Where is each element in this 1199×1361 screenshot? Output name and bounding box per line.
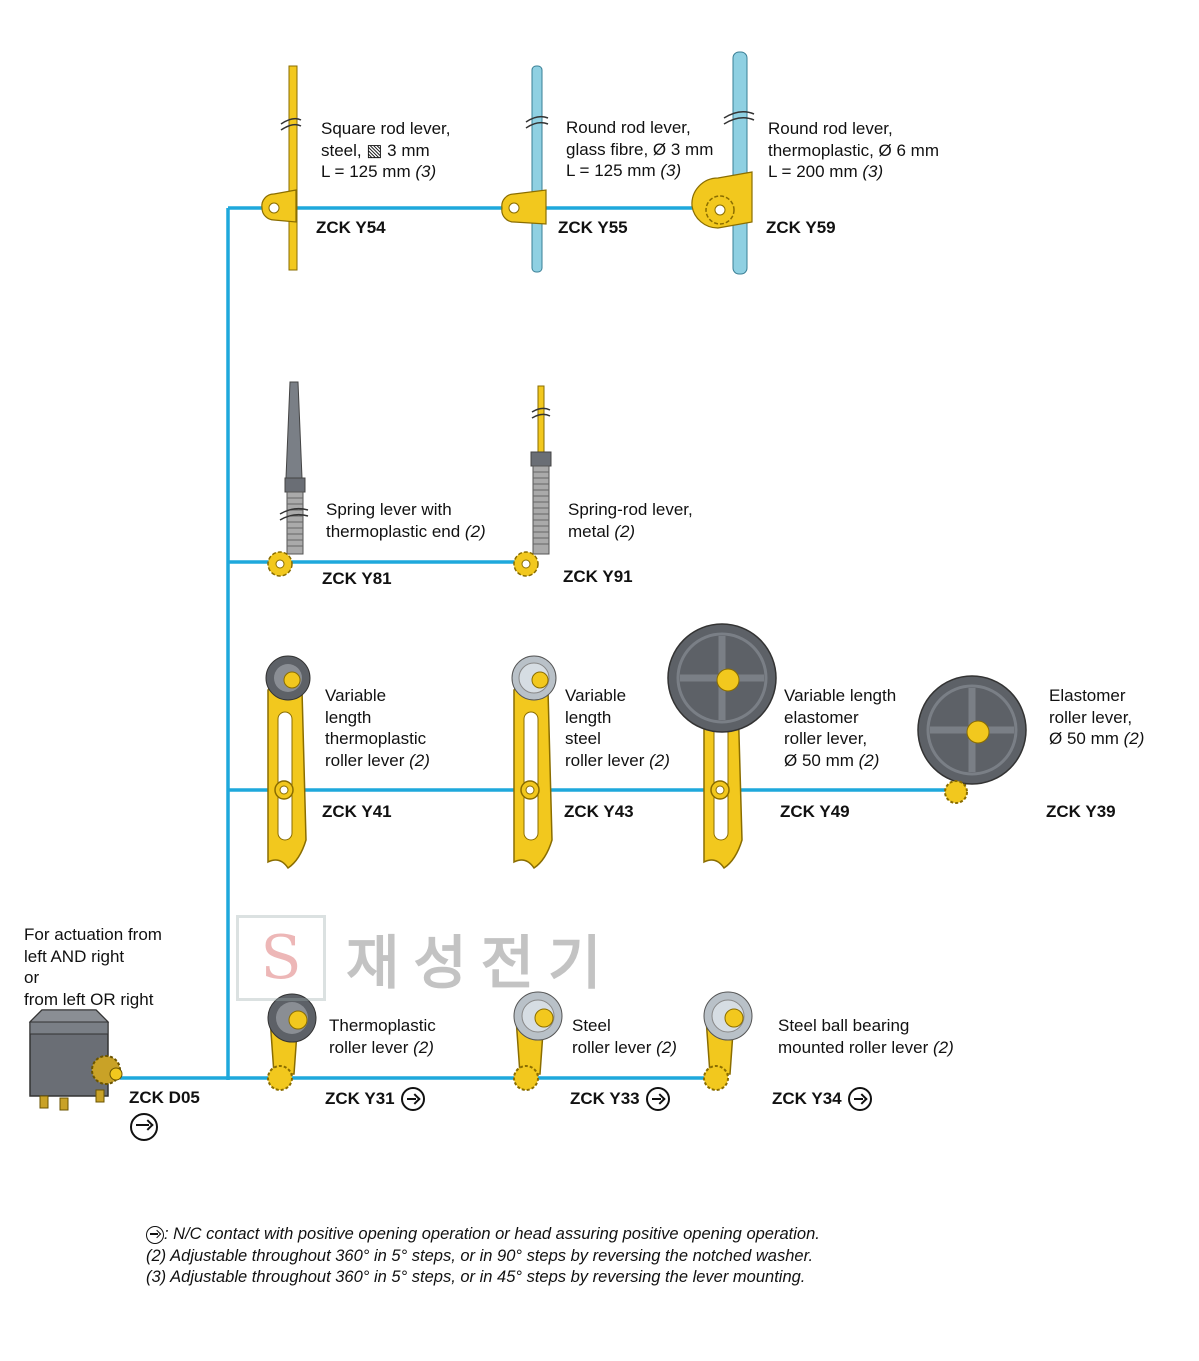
zckd05-head-drawing: [28, 1009, 123, 1111]
positive-opening-icon: [847, 1087, 872, 1111]
zcky54-lever-drawing: [261, 65, 302, 271]
watermark-logo: S: [236, 915, 326, 1001]
zcky33-description: Steel roller lever (2): [572, 1016, 677, 1057]
zcky81-lever-drawing: [267, 381, 309, 577]
footnote-2: (2) Adjustable throughout 360° in 5° ste…: [146, 1246, 814, 1265]
zcky49-code: ZCK Y49: [780, 802, 850, 821]
zcky91-lever-drawing: [513, 385, 552, 577]
zcky34-code: ZCK Y34: [772, 1087, 872, 1111]
zcky43-lever-drawing: [511, 655, 557, 870]
zcky55-description: Round rod lever, glass fibre, Ø 3 mm L =…: [566, 118, 714, 180]
zcky91-description: Spring-rod lever, metal (2): [568, 500, 693, 541]
zcky49-description: Variable length elastomer roller lever, …: [784, 686, 897, 770]
zckd05-code: ZCK D05: [129, 1088, 200, 1107]
zcky31-lever-drawing: [267, 993, 317, 1091]
footnotes: : N/C contact with positive opening oper…: [146, 1224, 820, 1289]
zcky91-code: ZCK Y91: [563, 567, 633, 586]
zcky59-code: ZCK Y59: [766, 218, 836, 237]
zcky43-code: ZCK Y43: [564, 802, 634, 821]
zcky81-description: Spring lever with thermoplastic end (2): [326, 500, 486, 541]
footnote-3: (3) Adjustable throughout 360° in 5° ste…: [146, 1268, 806, 1286]
zcky34-lever-drawing: [703, 991, 753, 1091]
zcky41-code: ZCK Y41: [322, 802, 392, 821]
zcky41-description: Variable length thermoplastic roller lev…: [325, 686, 430, 770]
actuation-note: For actuation from left AND right or fro…: [24, 925, 162, 1009]
zcky59-lever-drawing: [691, 51, 755, 275]
positive-opening-icon: [130, 1113, 158, 1141]
zcky49-lever-drawing: [667, 623, 777, 870]
watermark: S 재성전기: [236, 913, 616, 1003]
zcky43-description: Variable length steel roller lever (2): [565, 686, 670, 770]
zcky39-description: Elastomer roller lever, Ø 50 mm (2): [1049, 686, 1145, 748]
zcky39-code: ZCK Y39: [1046, 802, 1116, 821]
positive-opening-icon: [400, 1087, 425, 1111]
zcky81-code: ZCK Y81: [322, 569, 392, 588]
zcky54-description: Square rod lever, steel, ▧ 3 mm L = 125 …: [321, 119, 451, 181]
zcky31-description: Thermoplastic roller lever (2): [329, 1016, 436, 1057]
watermark-text: 재성전기: [346, 929, 616, 997]
footnote-positive: : N/C contact with positive opening oper…: [146, 1224, 820, 1246]
zcky55-code: ZCK Y55: [558, 218, 628, 237]
zcky55-lever-drawing: [501, 65, 549, 273]
positive-opening-icon: [645, 1087, 670, 1111]
zcky33-code: ZCK Y33: [570, 1087, 670, 1111]
zcky34-description: Steel ball bearing mounted roller lever …: [778, 1016, 954, 1057]
zcky39-lever-drawing: [917, 675, 1027, 804]
zcky41-lever-drawing: [265, 655, 311, 870]
zcky54-code: ZCK Y54: [316, 218, 386, 237]
zcky59-description: Round rod lever, thermoplastic, Ø 6 mm L…: [768, 119, 939, 181]
positive-opening-icon: [146, 1225, 164, 1244]
zcky33-lever-drawing: [513, 991, 563, 1091]
zcky31-code: ZCK Y31: [325, 1087, 425, 1111]
